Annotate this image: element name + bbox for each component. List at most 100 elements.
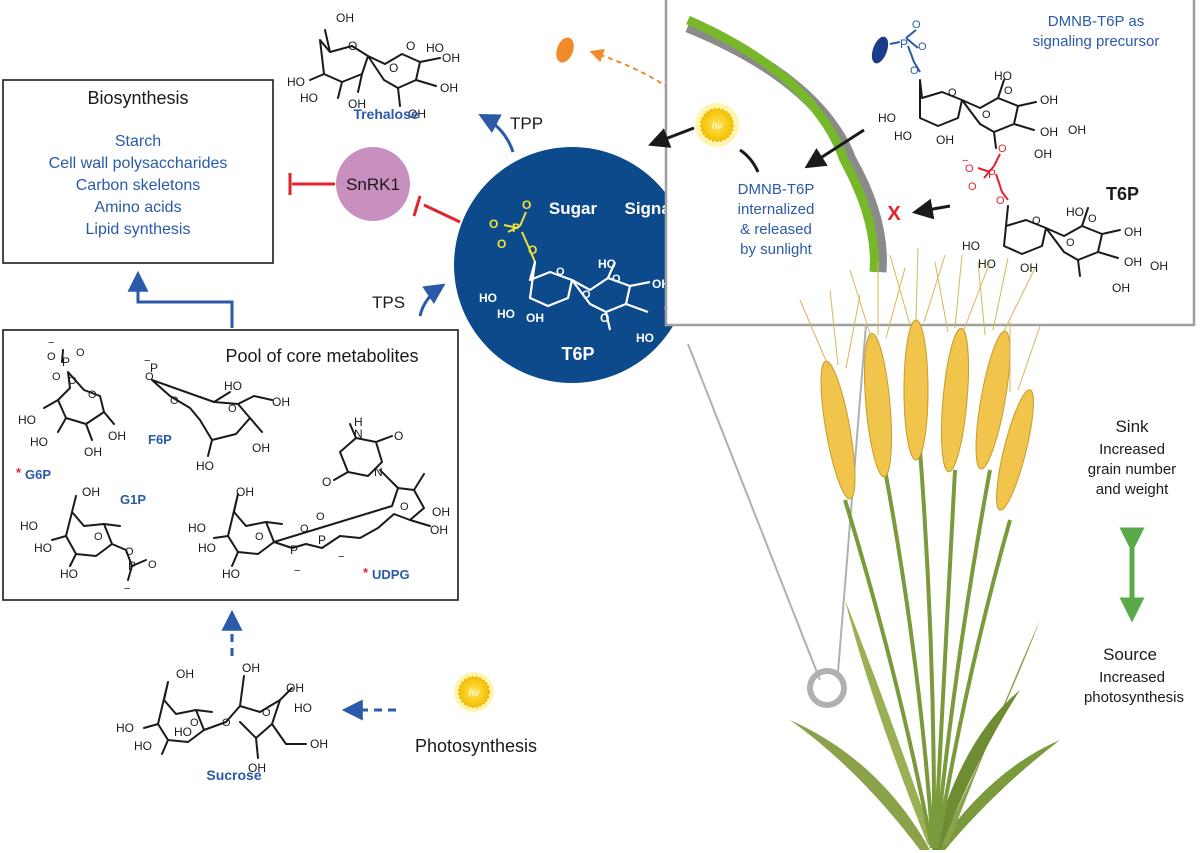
t6p-sugar-signal-circle: Sugar Signal T6P P O O O O O O O HO HO O… bbox=[454, 147, 690, 383]
svg-text:H: H bbox=[354, 415, 363, 429]
cell-inset-panel: DMNB-T6P as signaling precursor P O O O … bbox=[648, 0, 1196, 327]
svg-text:O: O bbox=[190, 717, 199, 729]
cell-membrane-green bbox=[686, 15, 879, 273]
trehalose-label: Trehalose bbox=[353, 106, 419, 122]
svg-text:O: O bbox=[497, 237, 506, 251]
wheat-plant-illustration bbox=[790, 247, 1060, 850]
svg-text:OH: OH bbox=[108, 429, 126, 443]
sink-line-2: grain number bbox=[1088, 461, 1176, 478]
photosynthesis-label: Photosynthesis bbox=[415, 736, 537, 756]
zoom-line-left bbox=[687, 343, 821, 681]
svg-text:N: N bbox=[354, 427, 363, 441]
svg-text:O: O bbox=[948, 87, 957, 99]
svg-text:OH: OH bbox=[1034, 147, 1052, 161]
svg-text:HO: HO bbox=[188, 521, 206, 535]
svg-text:P: P bbox=[318, 533, 326, 547]
svg-text:OH: OH bbox=[236, 485, 254, 499]
g1p-label: G1P bbox=[120, 492, 146, 507]
svg-text:HO: HO bbox=[34, 541, 52, 555]
svg-text:O: O bbox=[965, 163, 974, 175]
biosynthesis-title: Biosynthesis bbox=[87, 88, 188, 108]
svg-text:O: O bbox=[612, 273, 621, 285]
svg-text:O: O bbox=[94, 531, 103, 543]
svg-text:O: O bbox=[52, 371, 61, 383]
svg-text:OH: OH bbox=[348, 97, 366, 111]
svg-text:OH: OH bbox=[252, 441, 270, 455]
biosynthesis-item-starch: Starch bbox=[115, 133, 161, 150]
svg-text:O: O bbox=[389, 61, 398, 75]
svg-text:O: O bbox=[170, 395, 179, 407]
dmnb-entry-arrow bbox=[804, 128, 865, 169]
svg-text:OH: OH bbox=[310, 737, 328, 751]
svg-text:OH: OH bbox=[1068, 123, 1086, 137]
svg-text:HO: HO bbox=[116, 721, 134, 735]
t6p-external-label: T6P bbox=[1106, 184, 1139, 204]
svg-text:HO: HO bbox=[1066, 205, 1084, 219]
f6p-structure: O P − O O HO OH OH HO F6P bbox=[144, 355, 290, 473]
precursor-label-1: DMNB-T6P as bbox=[1048, 13, 1144, 30]
pool-to-biosynthesis-arrow bbox=[127, 270, 234, 328]
svg-text:HO: HO bbox=[598, 257, 616, 271]
svg-text:O: O bbox=[228, 403, 237, 415]
svg-text:O: O bbox=[582, 289, 591, 301]
svg-text:−: − bbox=[338, 551, 344, 563]
svg-text:OH: OH bbox=[1040, 93, 1058, 107]
svg-text:OH: OH bbox=[286, 681, 304, 695]
svg-text:OH: OH bbox=[242, 661, 260, 675]
biosynthesis-item-amino-acids: Amino acids bbox=[94, 199, 181, 216]
sun-to-t6p-arrow bbox=[648, 126, 695, 148]
zoom-magnifier-ring bbox=[807, 668, 847, 708]
pool-title: Pool of core metabolites bbox=[225, 346, 418, 366]
svg-text:O: O bbox=[406, 39, 415, 53]
inset-sun-icon: hv bbox=[695, 103, 739, 147]
svg-text:O: O bbox=[528, 243, 537, 257]
g6p-label: G6P bbox=[25, 467, 51, 482]
svg-text:P: P bbox=[290, 543, 298, 557]
svg-text:O: O bbox=[556, 266, 565, 278]
t6p-phosphate-group: P O O O O bbox=[489, 198, 537, 263]
internalized-label-1: DMNB-T6P bbox=[738, 181, 815, 198]
svg-text:O: O bbox=[88, 389, 97, 401]
svg-text:P: P bbox=[512, 221, 520, 235]
svg-text:OH: OH bbox=[84, 445, 102, 459]
svg-text:O: O bbox=[918, 41, 927, 53]
svg-text:HO: HO bbox=[894, 129, 912, 143]
internalized-label-4: by sunlight bbox=[740, 241, 813, 258]
svg-text:O: O bbox=[255, 531, 264, 543]
svg-text:HO: HO bbox=[300, 91, 318, 105]
svg-text:O: O bbox=[348, 39, 357, 53]
biosynthesis-item-carbon-skeletons: Carbon skeletons bbox=[76, 177, 201, 194]
tps-arrow bbox=[418, 283, 446, 317]
biosynthesis-item-cell-wall: Cell wall polysaccharides bbox=[49, 155, 228, 172]
internalized-label-2: internalized bbox=[738, 201, 815, 218]
svg-text:−: − bbox=[962, 155, 968, 167]
svg-text:OH: OH bbox=[1020, 261, 1038, 275]
svg-text:O: O bbox=[148, 559, 157, 571]
svg-text:O: O bbox=[125, 546, 134, 558]
svg-text:HO: HO bbox=[196, 459, 214, 473]
svg-text:O: O bbox=[316, 511, 325, 523]
svg-text:OH: OH bbox=[176, 667, 194, 681]
svg-text:*: * bbox=[16, 465, 22, 480]
f6p-label: F6P bbox=[148, 432, 172, 447]
svg-text:OH: OH bbox=[430, 523, 448, 537]
sink-line-3: and weight bbox=[1096, 481, 1169, 498]
precursor-label-2: signaling precursor bbox=[1033, 33, 1160, 50]
svg-text:O: O bbox=[76, 347, 85, 359]
svg-text:HO: HO bbox=[30, 435, 48, 449]
svg-text:HO: HO bbox=[18, 413, 36, 427]
svg-text:OH: OH bbox=[336, 11, 354, 25]
svg-text:−: − bbox=[124, 583, 130, 595]
svg-text:O: O bbox=[222, 717, 231, 729]
svg-text:O: O bbox=[1088, 213, 1097, 225]
g1p-structure: OH O HO HO HO O P O − G1P bbox=[20, 485, 157, 595]
t6p-external-structure: P O O O O − O O O HO HO OH HO OH OH OH O… bbox=[962, 143, 1168, 295]
svg-text:OH: OH bbox=[440, 81, 458, 95]
svg-text:N: N bbox=[374, 465, 383, 479]
svg-text:P: P bbox=[900, 37, 908, 51]
tpp-label: TPP bbox=[510, 114, 543, 133]
svg-text:OH: OH bbox=[1124, 255, 1142, 269]
sun-release-curve bbox=[739, 148, 760, 173]
svg-text:O: O bbox=[322, 475, 331, 489]
